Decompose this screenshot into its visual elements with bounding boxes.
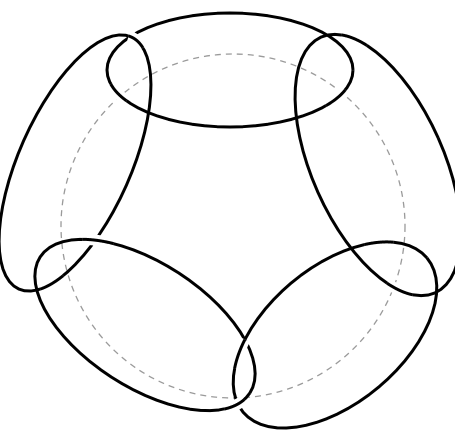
loop-3-strand [233, 242, 437, 428]
loop-4-strand [35, 239, 255, 410]
loop-2-strand [295, 34, 455, 295]
loop-1-strand [107, 13, 353, 127]
loop-5-strand [0, 35, 151, 291]
dashed-guide-circle [61, 54, 405, 398]
loop-group [0, 13, 455, 428]
